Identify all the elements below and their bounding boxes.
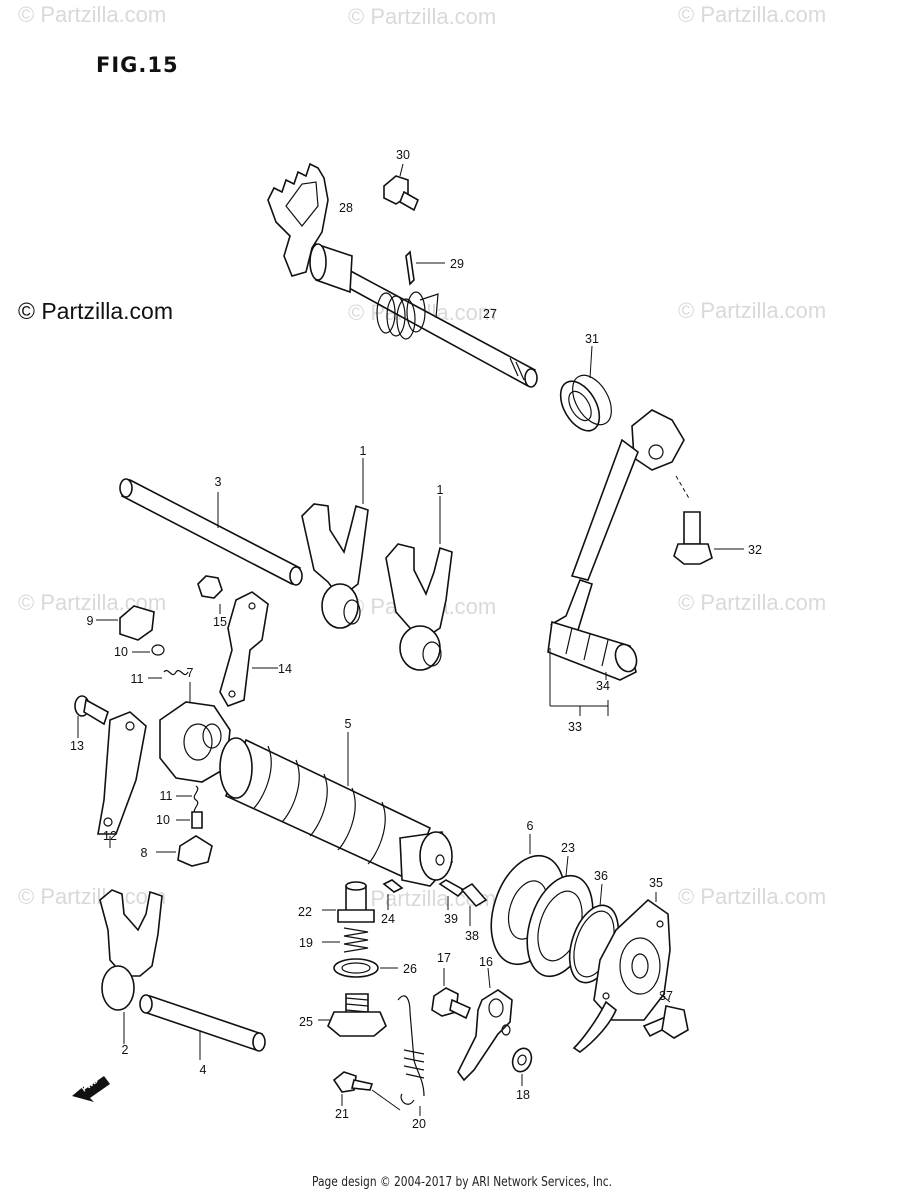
label-38: 38 xyxy=(465,929,479,943)
label-18: 18 xyxy=(516,1088,530,1102)
part-35-cover[interactable] xyxy=(572,892,671,1053)
label-9: 9 xyxy=(87,614,94,628)
part-labels: 1 1 2 3 4 5 6 7 8 9 10 10 11 11 12 13 14… xyxy=(70,148,762,1131)
part-33-lever[interactable] xyxy=(549,409,691,631)
part-4-shaft[interactable] xyxy=(139,994,266,1060)
label-10: 10 xyxy=(114,645,128,659)
part-19-spring[interactable] xyxy=(322,927,369,953)
label-3: 3 xyxy=(215,475,222,489)
label-25: 25 xyxy=(299,1015,313,1029)
label-2: 2 xyxy=(122,1043,129,1057)
fwd-arrow-icon: FWD xyxy=(72,1075,110,1102)
part-10-pin-upper[interactable] xyxy=(132,644,165,656)
label-5: 5 xyxy=(345,717,352,731)
label-11: 11 xyxy=(160,789,173,803)
part-5-cam-drum[interactable] xyxy=(219,732,453,887)
part-25-plug[interactable] xyxy=(318,993,387,1037)
label-13: 13 xyxy=(70,739,84,753)
part-32-bolt[interactable] xyxy=(673,511,744,565)
watermark: © Partzilla.com xyxy=(678,590,827,615)
part-17-bolt[interactable] xyxy=(431,968,472,1020)
part-26-washer[interactable] xyxy=(333,958,398,978)
part-16-lever[interactable] xyxy=(457,967,513,1082)
label-27: 27 xyxy=(483,307,497,321)
label-1: 1 xyxy=(437,483,444,497)
watermark-main: © Partzilla.com xyxy=(18,298,173,324)
part-10-pin-lower[interactable] xyxy=(176,811,203,829)
label-7: 7 xyxy=(187,666,194,680)
label-28: 28 xyxy=(339,201,353,215)
part-13-bolt[interactable] xyxy=(74,695,109,738)
label-23: 23 xyxy=(561,841,575,855)
label-36: 36 xyxy=(594,869,608,883)
label-33: 33 xyxy=(568,720,582,734)
part-38-pin[interactable] xyxy=(460,882,488,926)
part-1-shift-fork-b[interactable] xyxy=(385,496,453,671)
part-24-pin[interactable] xyxy=(382,879,404,910)
label-39: 39 xyxy=(444,912,458,926)
label-8: 8 xyxy=(141,846,148,860)
watermark: © Partzilla.com xyxy=(18,884,167,909)
part-9-stopper[interactable] xyxy=(96,605,155,641)
part-11-spring-lower[interactable] xyxy=(176,785,199,815)
figure-title: FIG.15 xyxy=(96,53,179,77)
part-37-bolt[interactable] xyxy=(642,993,689,1039)
label-11: 11 xyxy=(131,672,144,686)
part-39-pin[interactable] xyxy=(438,879,466,910)
part-22-bolt[interactable] xyxy=(322,881,375,923)
label-14: 14 xyxy=(278,662,292,676)
part-31-bearing[interactable] xyxy=(553,345,620,437)
label-26: 26 xyxy=(403,962,417,976)
label-19: 19 xyxy=(299,936,313,950)
part-20-spring[interactable] xyxy=(371,995,425,1116)
label-17: 17 xyxy=(437,951,451,965)
label-6: 6 xyxy=(527,819,534,833)
label-29: 29 xyxy=(450,257,464,271)
part-1-shift-fork-a[interactable] xyxy=(301,458,369,629)
part-34-lever-rubber[interactable] xyxy=(547,620,640,681)
part-12-plate[interactable] xyxy=(97,711,147,848)
label-15: 15 xyxy=(213,615,227,629)
watermark: © Partzilla.com xyxy=(348,4,497,29)
part-15-screw[interactable] xyxy=(197,575,223,614)
watermark: © Partzilla.com xyxy=(678,2,827,27)
label-4: 4 xyxy=(200,1063,207,1077)
part-spring[interactable] xyxy=(376,291,439,340)
watermark: © Partzilla.com xyxy=(18,2,167,27)
label-1: 1 xyxy=(360,444,367,458)
part-14-plate[interactable] xyxy=(219,591,278,707)
label-35: 35 xyxy=(649,876,663,890)
part-3-shaft[interactable] xyxy=(119,478,303,586)
label-22: 22 xyxy=(298,905,312,919)
label-34: 34 xyxy=(596,679,610,693)
label-32: 32 xyxy=(748,543,762,557)
label-20: 20 xyxy=(412,1117,426,1131)
label-21: 21 xyxy=(335,1107,349,1121)
part-2-shift-fork[interactable] xyxy=(99,889,163,1044)
part-28-shift-arm[interactable] xyxy=(267,162,353,294)
part-8-stopper[interactable] xyxy=(156,835,213,867)
part-30-bolt[interactable] xyxy=(383,163,420,212)
watermark: © Partzilla.com xyxy=(678,884,827,909)
part-29-pin[interactable] xyxy=(405,250,445,286)
label-12: 12 xyxy=(103,829,117,843)
footer-copyright: Page design © 2004-2017 by ARI Network S… xyxy=(312,1175,612,1190)
label-37: 37 xyxy=(659,989,673,1003)
part-18-washer[interactable] xyxy=(509,1046,534,1086)
label-10: 10 xyxy=(156,813,170,827)
label-31: 31 xyxy=(585,332,599,346)
label-24: 24 xyxy=(381,912,395,926)
part-21-bolt[interactable] xyxy=(332,1071,374,1106)
label-30: 30 xyxy=(396,148,410,162)
label-16: 16 xyxy=(479,955,493,969)
part-27-shaft[interactable] xyxy=(336,266,538,388)
part-11-spring-upper[interactable] xyxy=(148,669,189,679)
watermark: © Partzilla.com xyxy=(678,298,827,323)
